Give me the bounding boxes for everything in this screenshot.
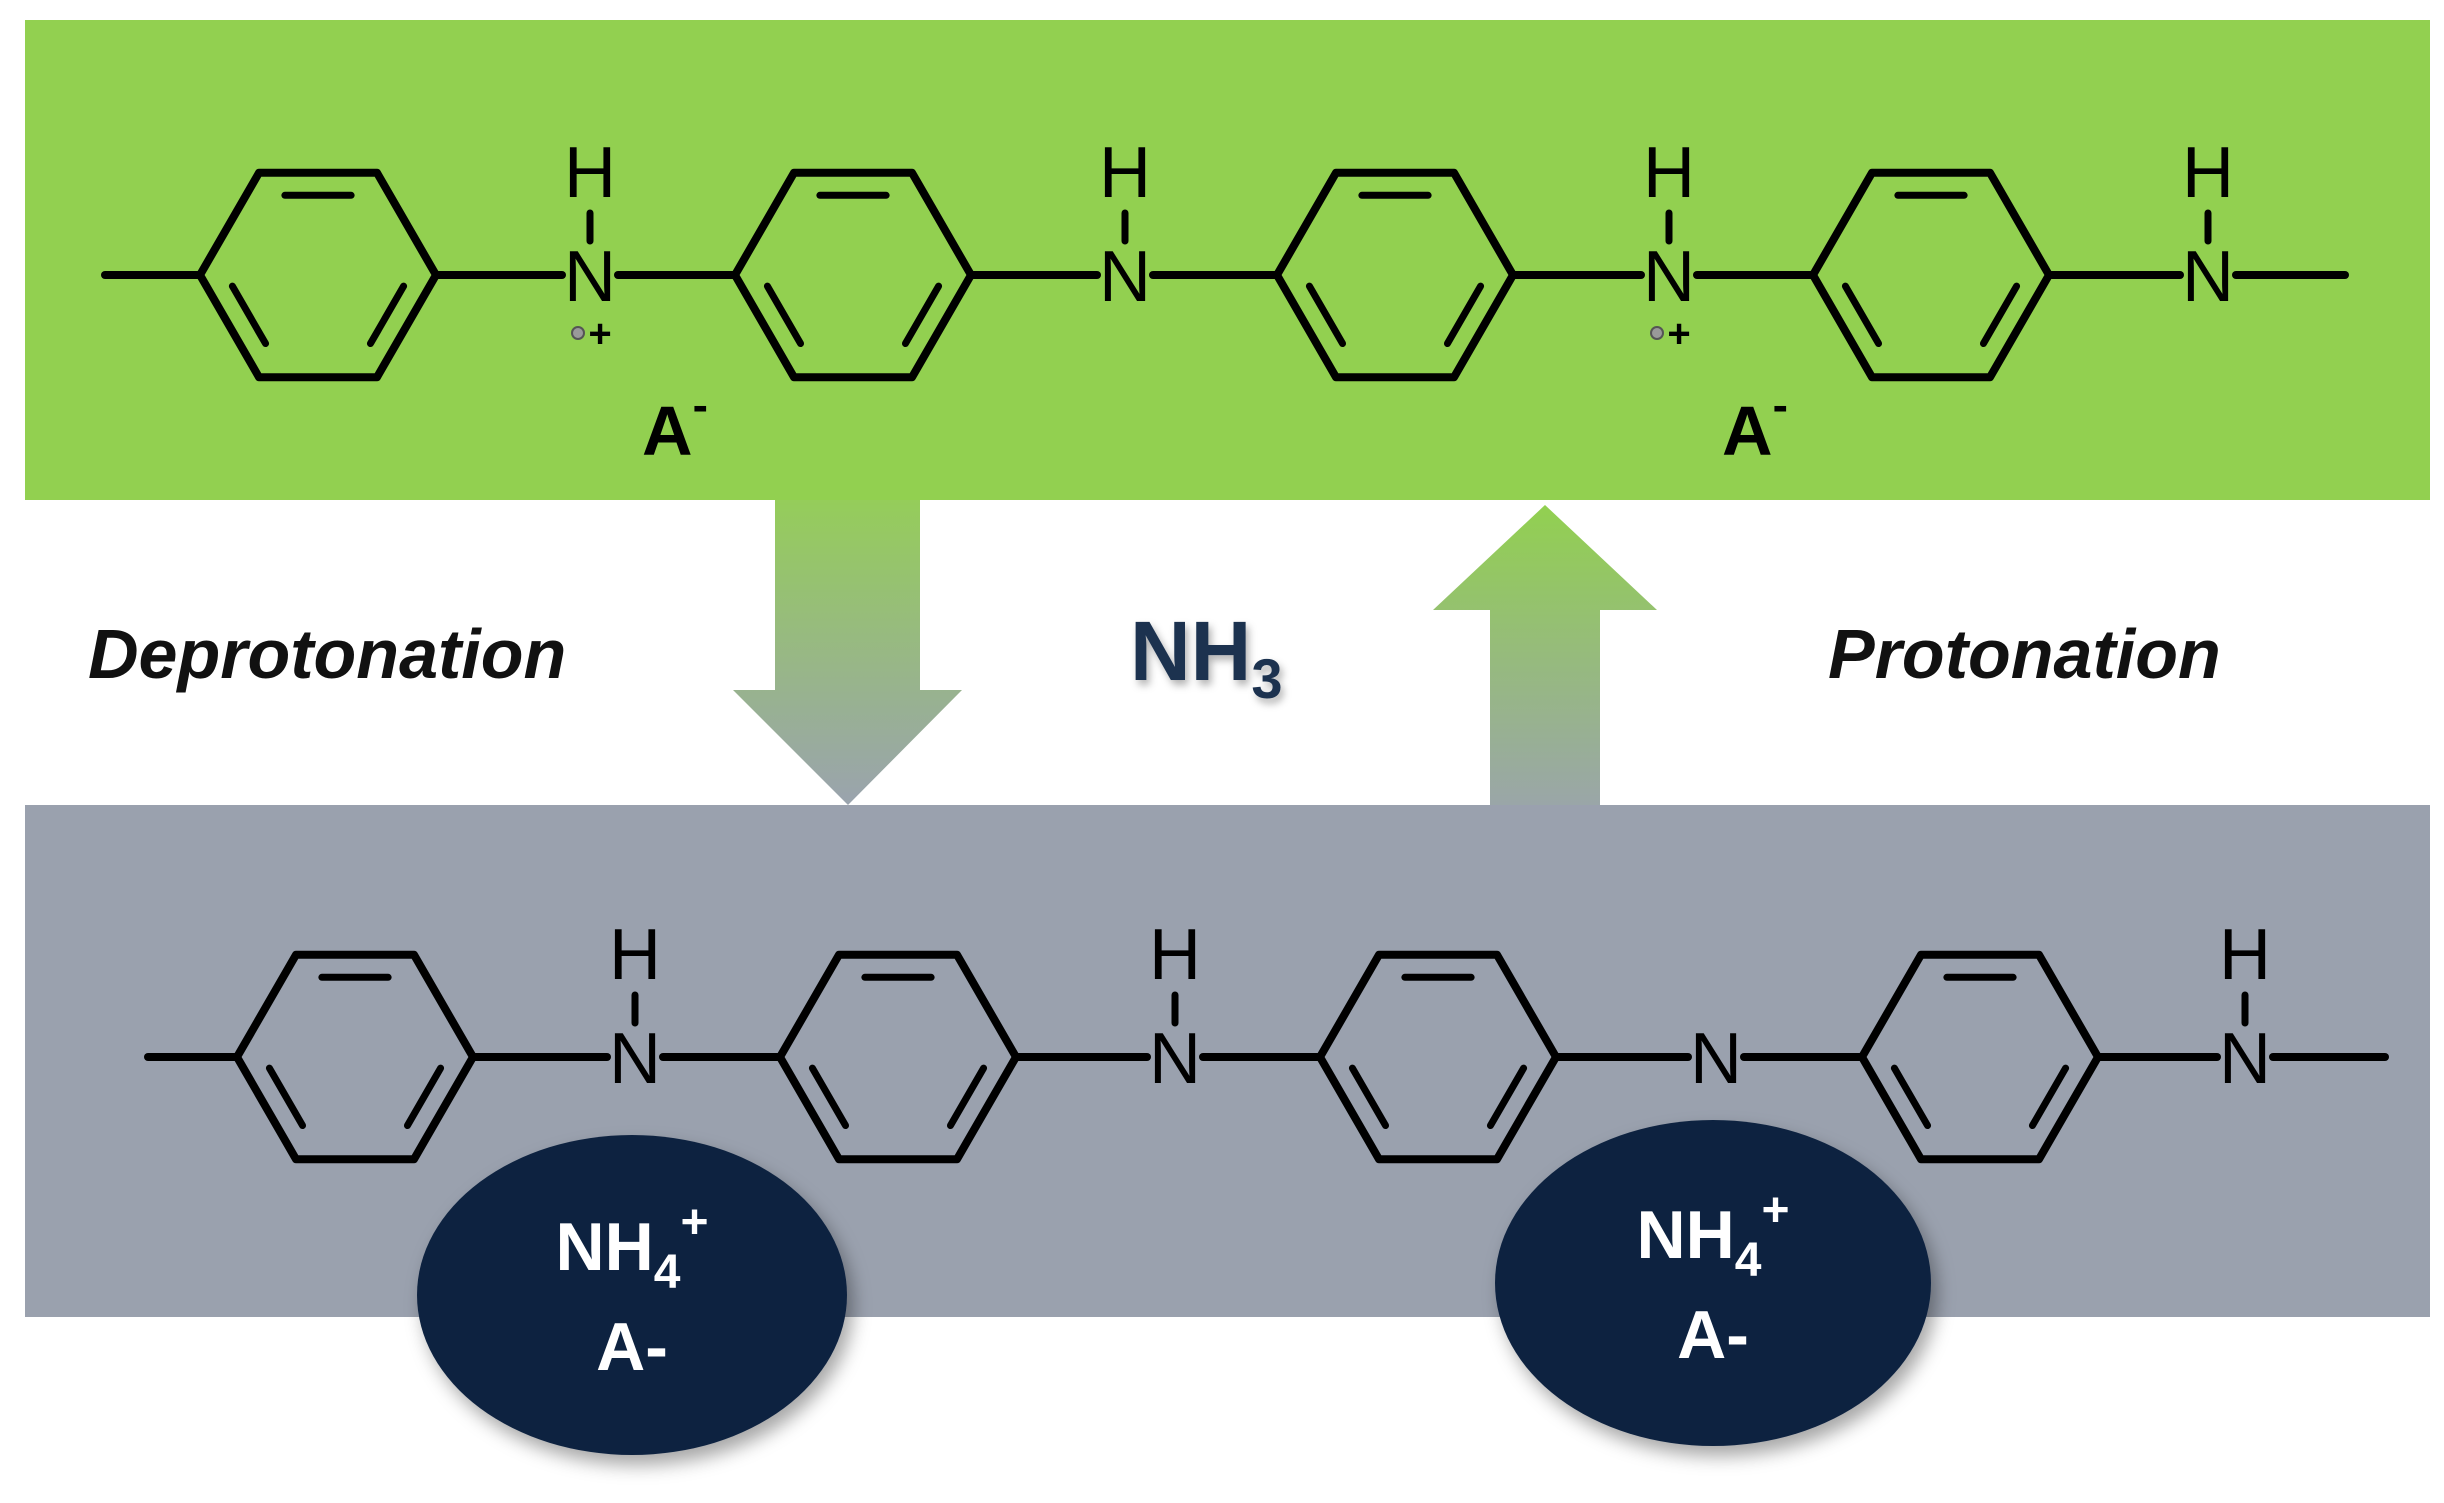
radical-cation-mark: + [571,312,612,356]
nitrogen-atom: N [1099,237,1151,317]
ring-double-bond [228,282,270,348]
ring-double-bond [403,1064,445,1130]
benzene-ring [233,950,477,1164]
ring-double-bond [1979,282,2021,348]
ring-double-bond [1305,282,1347,348]
nitrogen-atom: N [1643,237,1695,317]
ring-double-bond [1486,1064,1528,1130]
ring-double-bond [901,282,943,348]
ring-double-bond [265,1064,307,1130]
ring-double-bond [1443,282,1485,348]
ring-double-bond [946,1064,988,1130]
deprotonation-arrow [733,500,962,805]
nitrogen-atom: N [564,237,616,317]
salt-ellipse [417,1135,847,1455]
ring-double-bond [808,1064,850,1130]
ring-double-bond [2028,1064,2070,1130]
doped-emeraldine-salt-panel [25,20,2430,500]
hydrogen-atom: H [2219,915,2271,995]
ring-double-bond [1841,282,1883,348]
nitrogen-group: NH + [1509,133,1817,356]
hydrogen-atom: H [609,915,661,995]
ring-double-bond [1890,1064,1932,1130]
ammonia-label: NH3 [1130,604,1282,710]
radical-cation-mark: + [1650,312,1691,356]
protonation-label: Protonation [1828,615,2221,693]
anion-label: A- [596,1309,668,1385]
nitrogen-group: NH [2094,915,2389,1099]
ring-outline [233,950,477,1164]
ring-double-bond [1348,1064,1390,1130]
nitrogen-atom: N [2182,237,2234,317]
nitrogen-group: NH [469,915,784,1099]
nitrogen-group: NH + [432,133,739,356]
hydrogen-atom: H [1099,133,1151,213]
counter-anion-left: A- [642,379,708,470]
nitrogen-group: NH [2045,133,2349,317]
positive-charge: + [1667,312,1690,356]
nitrogen-atom: N [2219,1019,2271,1099]
salt-ellipse [1495,1120,1931,1446]
hydrogen-atom: H [564,133,616,213]
ammonium-salt-left: NH4+ A- [417,1135,847,1455]
ammonium-ion-label: NH4+ [556,1196,709,1299]
counter-anion-right: A- [1722,379,1788,470]
ammonium-salt-right: NH4+ A- [1495,1120,1931,1446]
hydrogen-atom: H [2182,133,2234,213]
ring-double-bond [763,282,805,348]
anion-label: A- [1677,1297,1749,1373]
nitrogen-atom: N [609,1019,661,1099]
nitrogen-group: N [1552,1019,1866,1099]
nitrogen-atom: N [1149,1019,1201,1099]
nitrogen-atom: N [1690,1019,1742,1099]
radical-dot [1650,326,1664,340]
benzene-ring [196,168,440,382]
hydrogen-atom: H [1149,915,1201,995]
nitrogen-group: NH [1012,915,1324,1099]
ammonium-ion-label: NH4+ [1637,1184,1790,1287]
nitrogen-group: NH [967,133,1281,317]
hydrogen-atom: H [1643,133,1695,213]
ring-outline [196,168,440,382]
ring-double-bond [366,282,408,348]
positive-charge: + [588,312,611,356]
radical-dot [571,326,585,340]
protonation-arrow [1433,505,1657,805]
deprotonation-label: Deprotonation [88,615,566,693]
